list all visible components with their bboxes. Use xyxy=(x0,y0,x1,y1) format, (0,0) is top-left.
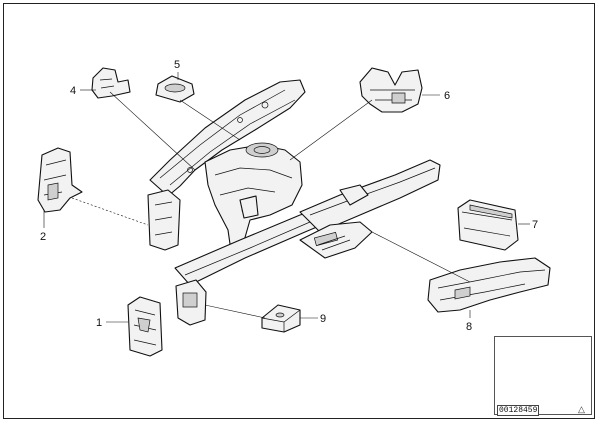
leader-lines xyxy=(43,72,530,323)
front-frame-assembly xyxy=(147,79,441,326)
callout-7: 7 xyxy=(532,219,538,231)
catalog-number: 00128459 xyxy=(497,405,540,416)
part-2-side-bracket xyxy=(37,147,83,213)
car-thumbnail xyxy=(494,336,592,415)
part-9-pad-block xyxy=(261,304,301,333)
part-1-bracket-plate xyxy=(127,296,163,357)
callout-6: 6 xyxy=(444,90,450,102)
callout-8: 8 xyxy=(466,321,472,333)
callout-5: 5 xyxy=(174,59,180,71)
part-7-box-section xyxy=(457,199,519,251)
part-4-small-bracket xyxy=(91,67,131,99)
callout-1: 1 xyxy=(96,317,102,329)
callout-2: 2 xyxy=(40,231,46,243)
callout-4: 4 xyxy=(70,85,76,97)
part-8-lower-rail xyxy=(427,257,551,313)
part-6-bracket xyxy=(359,67,423,113)
diagram-frame xyxy=(3,3,595,419)
part-5-pad xyxy=(155,75,195,103)
warning-triangle-icon: △ xyxy=(578,404,585,414)
callout-9: 9 xyxy=(320,313,326,325)
